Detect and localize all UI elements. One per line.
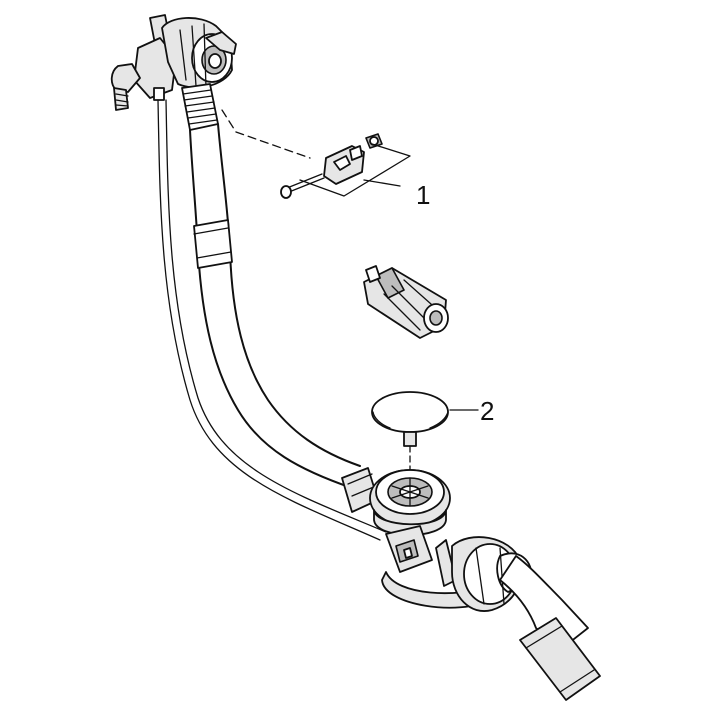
- callout-1-bracket: [299, 143, 411, 197]
- callout-label-2: 2: [480, 396, 494, 426]
- overflow-valve: [110, 14, 237, 111]
- callout-label-1: 1: [416, 180, 430, 210]
- plug-stopper-part: [371, 391, 449, 471]
- corrugated-hose: [181, 83, 219, 131]
- drain-pipe: [189, 123, 361, 489]
- bowden-cable: [157, 99, 387, 541]
- outlet-elbow: [499, 555, 601, 701]
- waste-outlet: [341, 467, 451, 536]
- assembly-leader-dashed: [221, 109, 311, 159]
- actuator-handle-part: [363, 265, 449, 339]
- cable-clip-part: [280, 133, 383, 199]
